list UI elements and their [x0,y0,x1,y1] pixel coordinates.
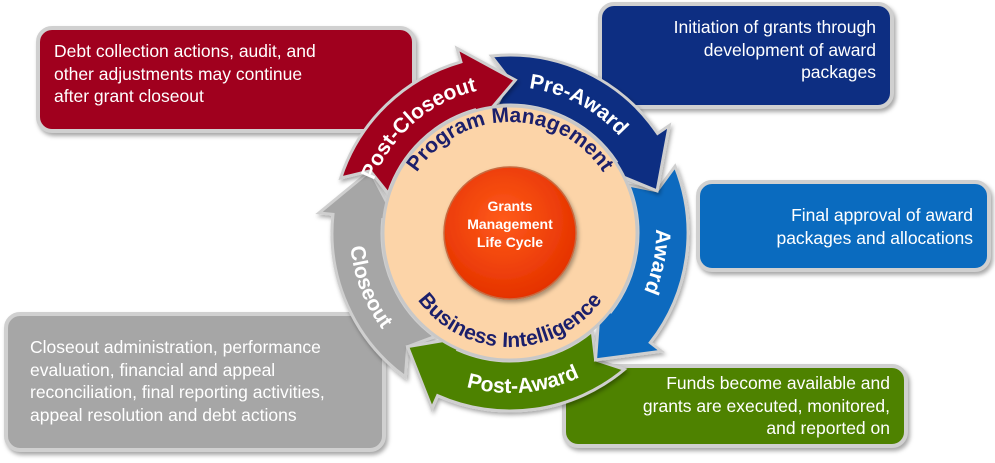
post-award-description-box: Funds become available and grants are ex… [562,364,908,448]
description-line: after grant closeout [54,86,204,106]
description-line: Final approval of award [791,205,973,225]
post-closeout-description-box: Debt collection actions, audit, and othe… [36,26,416,133]
center-title-line-1: Grants [487,198,532,214]
description-line: evaluation, financial and appeal [30,359,276,380]
description-line: Funds become available and [666,373,890,393]
description-line: packages [801,62,876,82]
award-description-box: Final approval of award packages and all… [696,180,991,272]
description-line: reconciliation, final reporting activiti… [30,382,325,402]
description-line: grants are executed, monitored, [642,395,890,416]
center-title-line-2: Management [467,216,553,232]
description-line: Debt collection actions, audit, and [54,41,316,61]
description-line: appeal resolution and debt actions [30,404,297,425]
closeout-description-box: Closeout administration, performance eva… [4,312,386,452]
description-line: Initiation of grants through [673,17,876,37]
phase-arrows: CloseoutPost-AwardAwardPre-AwardPost-Clo… [315,45,690,413]
description-line: packages and allocations [776,227,973,248]
pre-award-description-box: Initiation of grants through development… [598,2,894,109]
description-line: development of award [703,39,876,60]
description-line: Closeout administration, performance [30,337,321,357]
description-line: and reported on [766,418,890,438]
description-line: other adjustments may continue [54,63,303,84]
center-circle [443,166,577,300]
center-title-line-3: Life Cycle [477,234,543,250]
